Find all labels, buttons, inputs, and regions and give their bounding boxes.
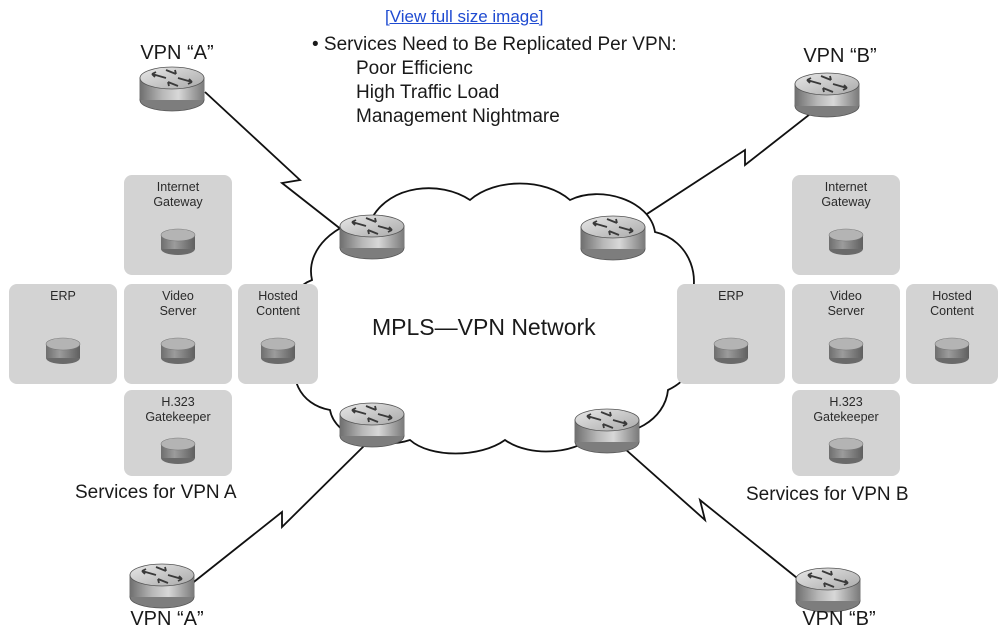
router-pe-top-right: [580, 215, 646, 261]
router-vpn-a-top: [139, 66, 205, 112]
video-server-b-box: Video Server: [792, 284, 900, 384]
video-server-a-box: Video Server: [124, 284, 232, 384]
database-icon: [828, 228, 864, 256]
internet-gateway-a-label: Internet Gateway: [153, 180, 203, 209]
vpn-a-bottom-label: VPN “A”: [130, 608, 204, 630]
bullet-item: Poor Efficienc: [356, 58, 473, 79]
bullet-item: High Traffic Load: [356, 82, 500, 103]
h323-gatekeeper-a-box: H.323 Gatekeeper: [124, 390, 232, 476]
router-vpn-b-bottom: [795, 567, 861, 613]
services-vpn-b-label: Services for VPN B: [746, 484, 909, 505]
database-icon: [828, 437, 864, 465]
bullet-heading: • Services Need to Be Replicated Per VPN…: [312, 34, 677, 55]
database-icon: [934, 337, 970, 365]
database-icon: [160, 228, 196, 256]
h323-gatekeeper-b-box: H.323 Gatekeeper: [792, 390, 900, 476]
h323-gatekeeper-b-label: H.323 Gatekeeper: [813, 395, 879, 424]
router-pe-top-left: [339, 214, 405, 260]
internet-gateway-a-box: Internet Gateway: [124, 175, 232, 275]
services-vpn-a-label: Services for VPN A: [75, 482, 237, 503]
vpn-b-bottom-label: VPN “B”: [802, 608, 876, 630]
bullet-item: Management Nightmare: [356, 106, 560, 127]
view-full-size-link[interactable]: [View full size image]: [385, 7, 544, 26]
mpls-network-label: MPLS—VPN Network: [372, 314, 596, 340]
vpn-b-top-label: VPN “B”: [803, 45, 877, 67]
erp-a-box: ERP: [9, 284, 117, 384]
database-icon: [160, 337, 196, 365]
wan-link-top-right: [629, 99, 829, 226]
hosted-content-a-box: Hosted Content: [238, 284, 318, 384]
video-server-b-label: Video Server: [827, 289, 865, 318]
erp-b-box: ERP: [677, 284, 785, 384]
database-icon: [45, 337, 81, 365]
hosted-content-b-box: Hosted Content: [906, 284, 998, 384]
internet-gateway-b-box: Internet Gateway: [792, 175, 900, 275]
wan-link-bottom-left: [189, 439, 371, 586]
database-icon: [260, 337, 296, 365]
hosted-content-a-label: Hosted Content: [256, 289, 300, 318]
router-pe-bottom-right: [574, 408, 640, 454]
wan-link-bottom-right: [614, 439, 813, 591]
internet-gateway-b-label: Internet Gateway: [821, 180, 871, 209]
erp-b-label: ERP: [718, 289, 744, 303]
router-vpn-a-bottom: [129, 563, 195, 609]
database-icon: [713, 337, 749, 365]
bullet-list: • Services Need to Be Replicated Per VPN…: [312, 33, 677, 129]
h323-gatekeeper-a-label: H.323 Gatekeeper: [145, 395, 211, 424]
router-pe-bottom-left: [339, 402, 405, 448]
erp-a-label: ERP: [50, 289, 76, 303]
video-server-a-label: Video Server: [159, 289, 197, 318]
hosted-content-b-label: Hosted Content: [930, 289, 974, 318]
router-vpn-b-top: [794, 72, 860, 118]
database-icon: [160, 437, 196, 465]
database-icon: [828, 337, 864, 365]
wan-link-top-left: [204, 91, 371, 253]
vpn-a-top-label: VPN “A”: [140, 42, 214, 64]
